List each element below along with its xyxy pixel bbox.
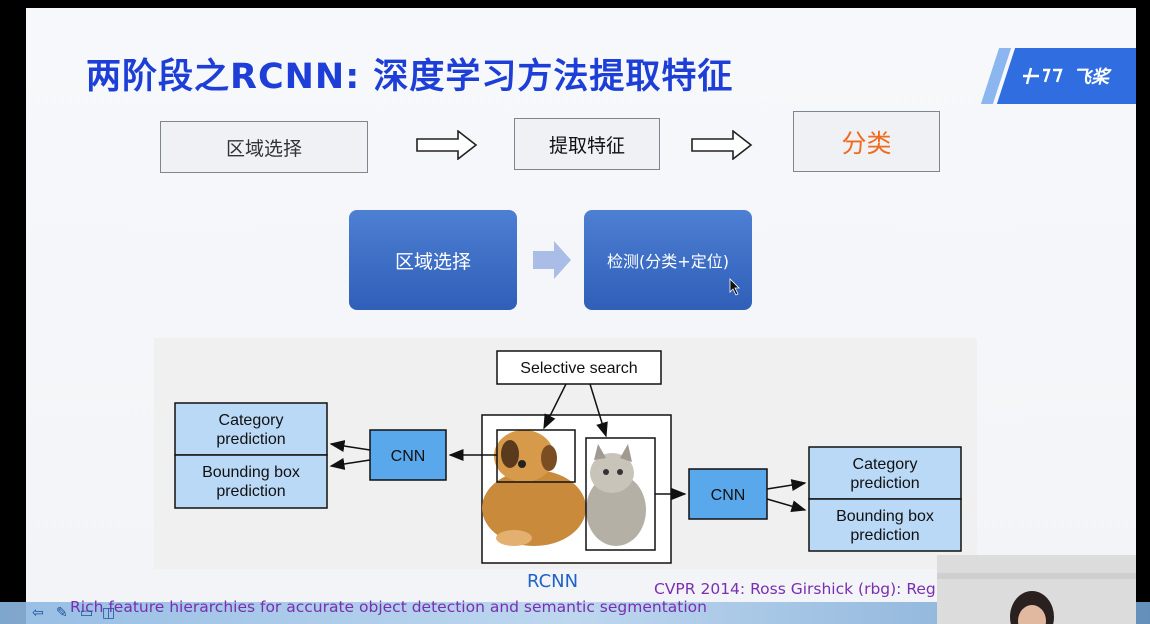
dog-image [482,430,586,546]
right-category-line1: Category [853,456,918,473]
mouse-cursor-icon [729,278,740,296]
cat-image [586,444,646,546]
right-bbox-line1: Bounding box [836,508,934,525]
pen-icon[interactable]: ✎ [56,605,68,621]
pipeline-step-features: 提取特征 [514,118,660,170]
right-bbox-box [808,498,962,552]
citation-line1: CVPR 2014: Ross Girshick (rbg): Reg [654,580,936,598]
stage-detect: 检测(分类+定位) [584,210,752,310]
figure-caption: RCNN [527,571,579,592]
left-category-line2: prediction [216,431,285,448]
right-category-line2: prediction [850,475,919,492]
rcnn-figure: Selective search CNN CNN Category predic… [154,338,977,569]
slide: 两阶段之RCNN: 深度学习方法提取特征 飞桨 区域选择 提取特征 分类 区域选… [26,8,1136,624]
cnn-left-box [369,429,447,481]
paddle-logo-icon [1023,67,1063,85]
left-category-box [174,402,328,456]
proposal-box-dog [496,429,576,483]
presentation-toolbar [0,602,1150,624]
webcam-overlay [937,555,1136,624]
back-arrow-icon[interactable]: ⇦ [32,605,44,621]
screen-icon[interactable]: ▭ [80,605,94,621]
left-bbox-line2: prediction [216,483,285,500]
selective-search-label: Selective search [520,360,637,377]
cnn-left-label: CNN [391,448,426,465]
cnn-right-label: CNN [711,487,746,504]
logo-text: 飞桨 [1073,67,1109,88]
left-bbox-box [174,454,328,509]
stage-region-select: 区域选择 [349,210,517,310]
pipeline-step-classify: 分类 [793,111,940,172]
slide-title: 两阶段之RCNN: 深度学习方法提取特征 [86,57,734,97]
cnn-right-box [688,468,768,520]
citation-line2: Rich feature hierarchies for accurate ob… [70,598,707,616]
view-icon[interactable]: ◫ [102,605,116,621]
right-category-box [808,446,962,500]
hollow-arrow-icon [416,130,478,160]
right-bbox-line2: prediction [850,527,919,544]
presenter-video [937,555,1136,624]
block-arrow-icon [533,241,571,279]
selective-search-box [496,350,662,385]
hollow-arrow-icon [691,130,753,160]
pipeline-step-region: 区域选择 [160,121,368,173]
left-category-line1: Category [219,412,284,429]
rcnn-diagram: Selective search CNN CNN Category predic… [174,350,962,564]
left-bbox-line1: Bounding box [202,464,300,481]
